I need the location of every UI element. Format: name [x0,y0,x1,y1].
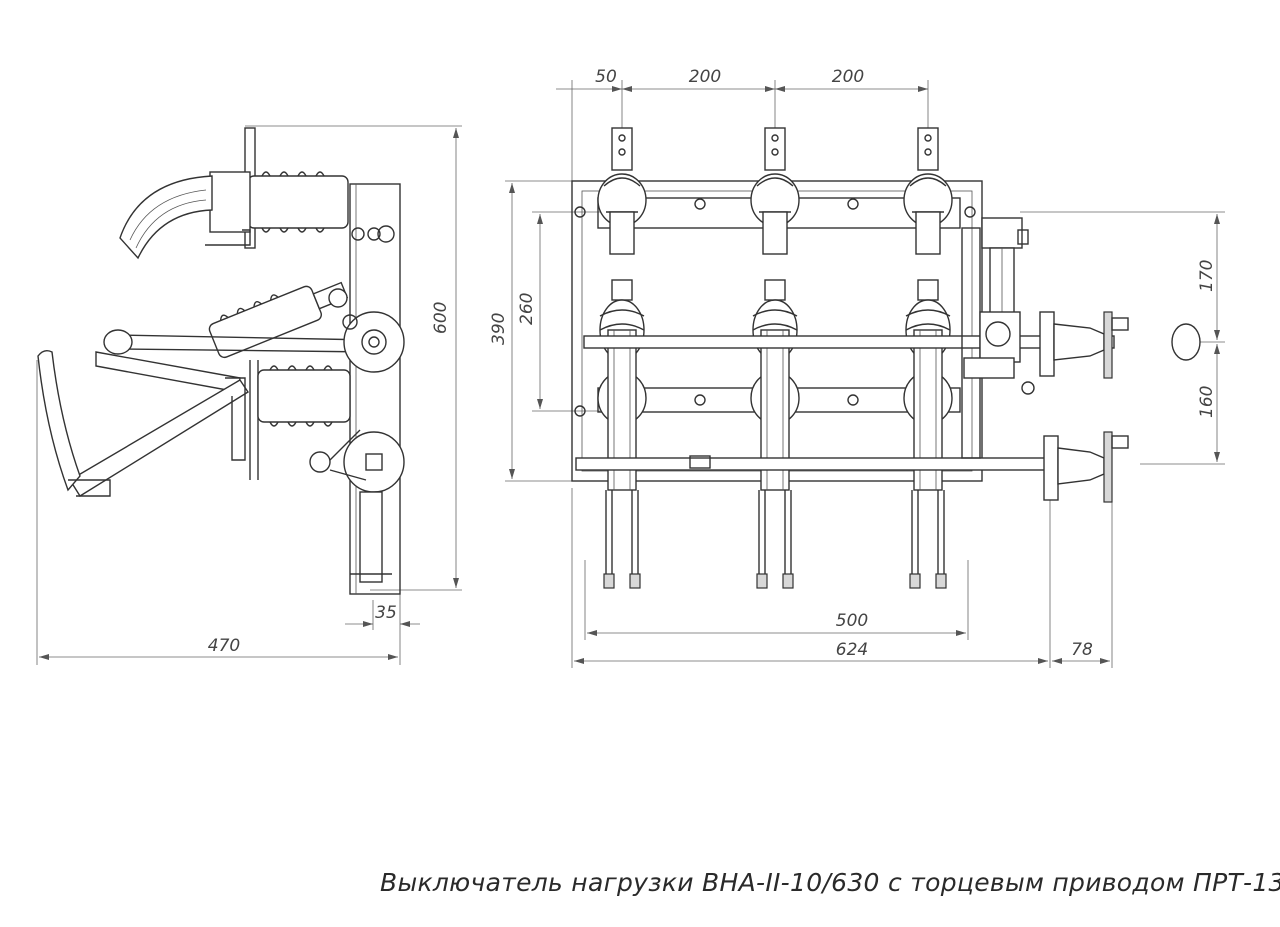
dim-height-600: 600 [431,302,451,334]
dim-width-470: 470 [208,636,240,656]
dim-top-200-a: 200 [689,67,721,87]
dim-top-50: 50 [595,67,617,87]
dim-height-390: 390 [489,313,509,345]
front-view [505,80,1225,668]
drawing-caption: Выключатель нагрузки ВНА-II-10/630 с тор… [380,868,1280,897]
dim-width-624: 624 [836,640,868,660]
dim-top-200-b: 200 [832,67,864,87]
side-view [36,125,462,665]
dim-drive-78: 78 [1071,640,1093,660]
dim-offset-35: 35 [375,603,397,623]
dim-right-160: 160 [1197,386,1217,418]
dim-right-170: 170 [1197,260,1217,292]
dim-width-500: 500 [836,611,868,631]
dim-height-260: 260 [517,293,537,325]
